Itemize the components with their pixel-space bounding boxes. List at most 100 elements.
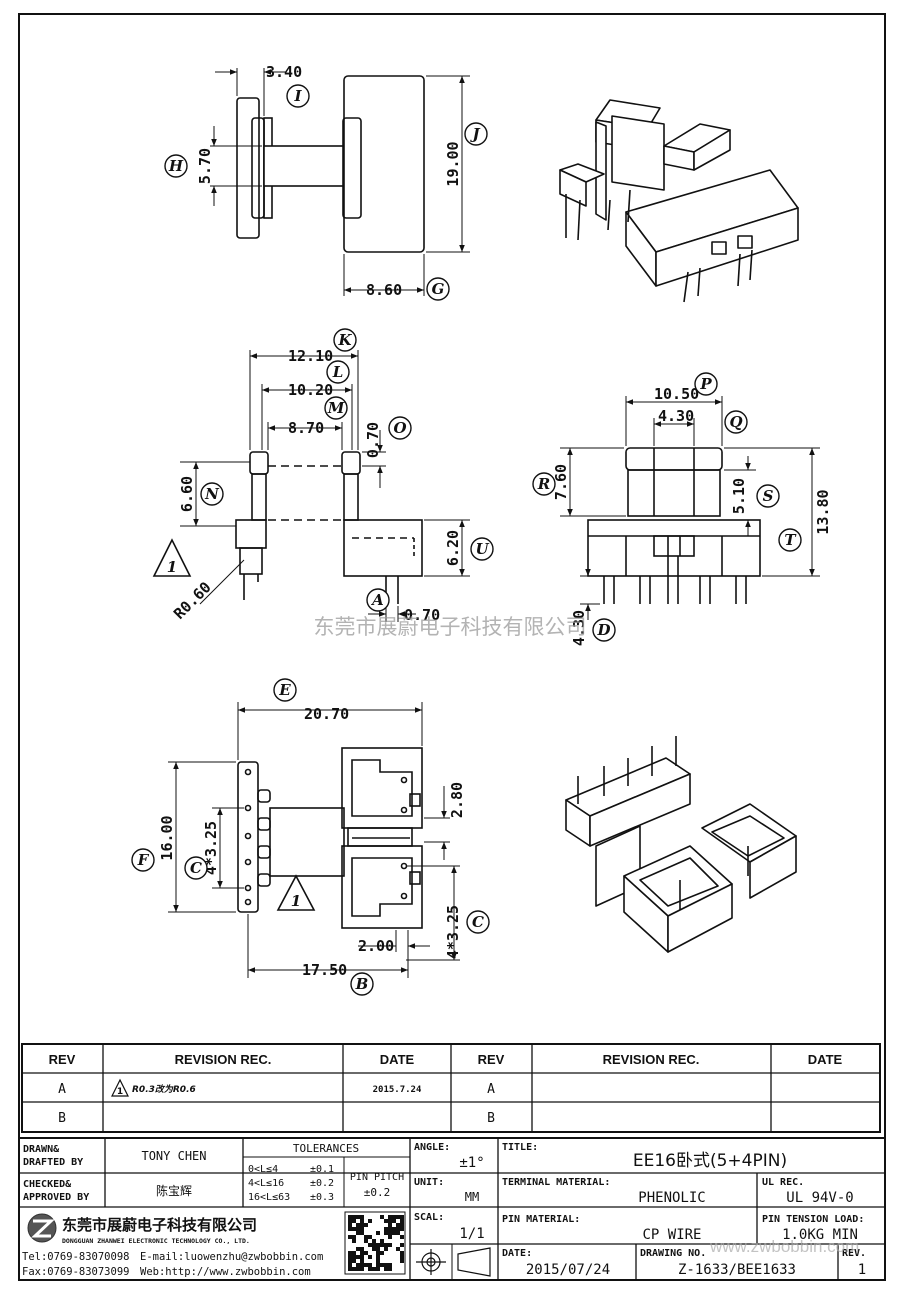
svg-text:U: U	[475, 540, 489, 558]
checked-label-2: APPROVED BY	[23, 1192, 89, 1203]
svg-text:J: J	[469, 125, 480, 143]
unit-label: UNIT:	[414, 1177, 444, 1188]
terminal-material: PHENOLIC	[638, 1190, 705, 1206]
svg-text:1: 1	[291, 892, 301, 910]
pin-material-label: PIN MATERIAL:	[502, 1214, 580, 1225]
front-dim-12-10: 12.10	[288, 347, 333, 365]
bottom-dim-2-80: 2.80	[448, 782, 466, 818]
callout-G: G	[426, 277, 450, 301]
revision-rec-a: R0.3改为R0.6	[132, 1084, 196, 1095]
callout-A: A	[366, 588, 390, 612]
date-header-1: DATE	[380, 1052, 415, 1067]
callout-M: M	[324, 396, 348, 420]
rev-header-2: REV	[478, 1052, 505, 1067]
iso-view-bottom	[565, 736, 797, 953]
callout-P: P	[694, 372, 718, 396]
svg-text:R: R	[537, 475, 550, 493]
callout-R: R	[532, 472, 556, 496]
drawn-by: TONY CHEN	[141, 1149, 206, 1163]
revision-table	[21, 1043, 881, 1133]
pin-tension-label: PIN TENSION LOAD:	[762, 1214, 864, 1225]
scale-value: 1/1	[459, 1226, 484, 1242]
svg-text:F: F	[137, 851, 150, 869]
drawn-label-2: DRAFTED BY	[23, 1157, 83, 1168]
company-fax: Fax:0769-83073099	[22, 1266, 129, 1278]
front-dim-0-70-top: 0.70	[364, 422, 382, 458]
svg-text:B: B	[355, 975, 369, 993]
end-dim-10-50: 10.50	[654, 385, 699, 403]
callout-E: E	[273, 678, 297, 702]
company-logo	[27, 1213, 57, 1243]
drawn-label-1: DRAWN&	[23, 1144, 60, 1155]
svg-text:E: E	[278, 681, 291, 699]
ul-rec: UL 94V-0	[786, 1190, 853, 1206]
callout-Q: Q	[724, 410, 748, 434]
revision-date-a: 2015.7.24	[373, 1085, 422, 1095]
bottom-dim-pitch-left: 4*3.25	[202, 821, 220, 875]
svg-text:T: T	[784, 531, 797, 549]
pin-pitch: ±0.2	[364, 1186, 391, 1199]
checked-label-1: CHECKED&	[23, 1179, 72, 1190]
bottom-dim-pitch-right: 4*3.25	[444, 905, 462, 959]
bottom-view	[168, 702, 460, 978]
drawing-date: 2015/07/24	[526, 1262, 610, 1278]
company-watermark: 东莞市展蔚电子科技有限公司	[314, 615, 587, 639]
svg-text:1: 1	[117, 1087, 123, 1097]
svg-text:C: C	[190, 859, 202, 877]
rev-value: 1	[858, 1262, 866, 1278]
end-dim-4-30-top: 4.30	[658, 407, 694, 425]
terminal-material-label: TERMINAL MATERIAL:	[502, 1177, 610, 1188]
date-label: DATE:	[502, 1248, 532, 1259]
callout-K: K	[333, 328, 357, 352]
svg-text:G: G	[432, 280, 445, 298]
end-view	[560, 396, 820, 620]
bottom-dim-2-00: 2.00	[358, 937, 394, 955]
company-name-en: DONGGUAN ZHANWEI ELECTRONIC TECHNOLOGY C…	[62, 1237, 250, 1245]
date-header-2: DATE	[808, 1052, 843, 1067]
tolerance-range-1: 0<L≤4	[248, 1164, 278, 1175]
front-dim-0-70-pin: 0.70	[404, 606, 440, 624]
side-dim-tube: 5.70	[196, 148, 214, 184]
drawing-no: Z-1633/BEE1633	[678, 1262, 796, 1278]
company-name-cn: 东莞市展蔚电子科技有限公司	[62, 1216, 257, 1234]
end-dim-4-30-pin: 4.30	[570, 610, 588, 646]
tolerance-value-2: ±0.2	[310, 1178, 334, 1189]
callout-D: D	[592, 618, 616, 642]
side-dim-height: 19.00	[444, 141, 462, 186]
front-dim-8-70: 8.70	[288, 419, 324, 437]
tolerance-value-1: ±0.1	[310, 1164, 334, 1175]
pin-tension: 1.0KG MIN	[782, 1227, 858, 1243]
title-label: TITLE:	[502, 1142, 538, 1153]
unit-value: MM	[465, 1190, 479, 1204]
tolerance-value-3: ±0.3	[310, 1192, 334, 1203]
callout-C-left: C	[184, 856, 208, 880]
drawing-title: EE16卧式(5+4PIN)	[633, 1151, 787, 1171]
bottom-dim-20-70: 20.70	[304, 705, 349, 723]
side-view	[210, 68, 470, 296]
revision-rec-header-2: REVISION REC.	[603, 1052, 700, 1067]
front-dim-radius: R0.60	[170, 578, 215, 623]
callout-B: B	[350, 972, 374, 996]
callout-S: S	[756, 484, 780, 508]
ul-rec-label: UL REC.	[762, 1177, 804, 1188]
angle-label: ANGLE:	[414, 1142, 450, 1153]
svg-text:K: K	[337, 331, 352, 349]
svg-text:Q: Q	[729, 413, 742, 431]
callout-N: N	[200, 482, 224, 506]
svg-text:H: H	[168, 157, 184, 175]
svg-text:P: P	[699, 375, 712, 393]
side-dim-thickness: 3.40	[266, 63, 302, 81]
end-dim-13-80: 13.80	[814, 489, 832, 534]
callout-L: L	[326, 360, 350, 384]
callout-F: F	[131, 848, 155, 872]
company-web: Web:http://www.zwbobbin.com	[140, 1266, 311, 1278]
svg-text:D: D	[596, 621, 610, 639]
callout-J: J	[464, 122, 488, 146]
front-dim-6-20: 6.20	[444, 530, 462, 566]
bottom-dim-16-00: 16.00	[158, 815, 176, 860]
svg-text:L: L	[332, 363, 344, 381]
company-tel: Tel:0769-83070098	[22, 1251, 129, 1263]
callout-T: T	[778, 528, 802, 552]
rev-cell-b-2: B	[487, 1111, 495, 1126]
svg-text:1: 1	[167, 558, 177, 576]
